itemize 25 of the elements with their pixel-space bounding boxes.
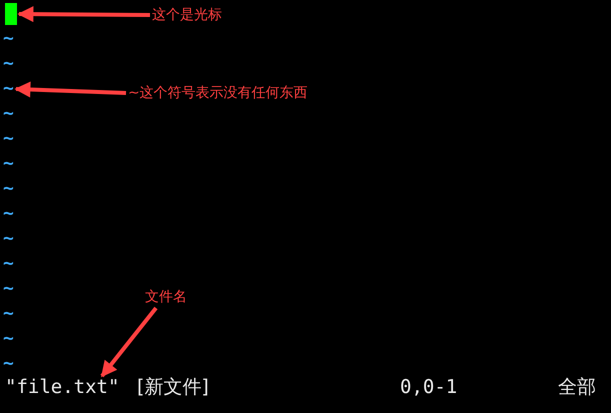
tilde-symbol: ~ xyxy=(3,230,14,248)
tilde-symbol: ~ xyxy=(3,155,14,173)
tilde-symbol: ~ xyxy=(3,55,14,73)
tilde-symbol: ~ xyxy=(3,205,14,223)
arrow xyxy=(14,82,126,98)
status-text: 全部 xyxy=(558,378,596,397)
annotation-text: 文件名 xyxy=(145,290,187,304)
arrow xyxy=(100,306,158,378)
tilde-symbol: ~ xyxy=(3,355,14,373)
tilde-symbol: ~ xyxy=(3,255,14,273)
cursor-block xyxy=(5,3,17,25)
file-name-text: "file.txt" xyxy=(5,378,120,397)
tilde-symbol: ~ xyxy=(3,30,14,48)
cursor-position-text: 0,0-1 xyxy=(400,378,458,397)
tilde-symbol: ~ xyxy=(3,105,14,123)
tilde-symbol: ~ xyxy=(3,280,14,298)
arrow xyxy=(17,6,150,22)
annotation-text: 这个是光标 xyxy=(152,8,222,22)
tilde-symbol: ~ xyxy=(3,305,14,323)
tilde-symbol: ~ xyxy=(3,80,14,98)
status-text: [新文件] xyxy=(137,378,209,397)
tilde-symbol: ~ xyxy=(3,180,14,198)
tilde-symbol: ~ xyxy=(3,330,14,348)
tilde-symbol: ~ xyxy=(3,130,14,148)
annotation-text: ~这个符号表示没有任何东西 xyxy=(128,86,308,100)
